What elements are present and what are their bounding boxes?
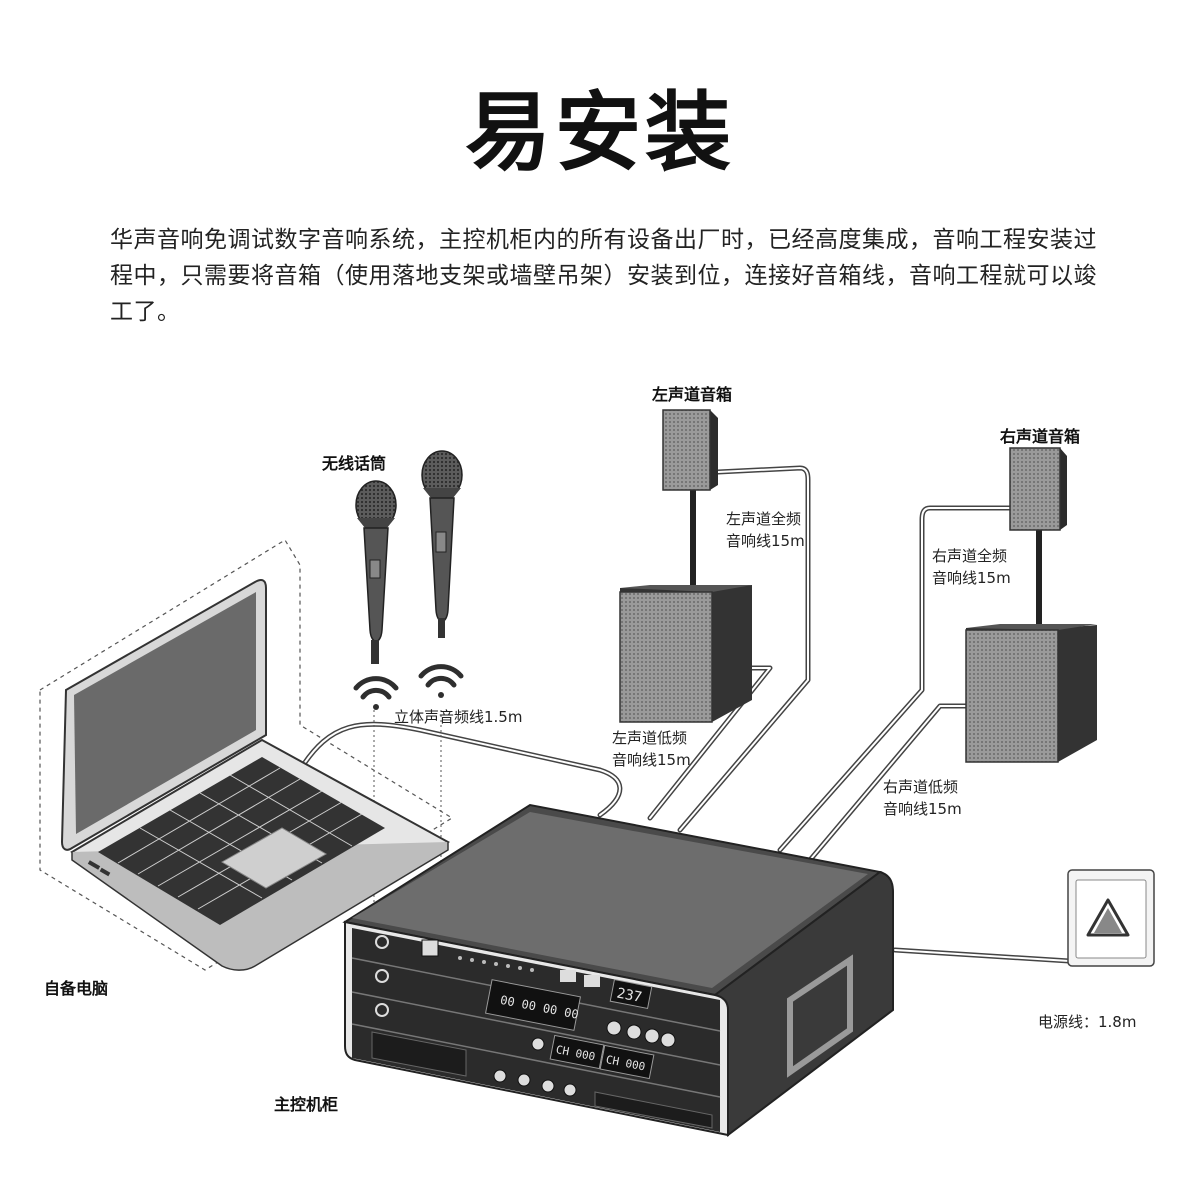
wifi-icon-right	[418, 664, 464, 698]
label-left-sub-cable-line1: 左声道低频	[612, 729, 688, 747]
label-left-full-cable: 左声道全频 音响线15m	[726, 508, 805, 552]
left-speaker	[662, 409, 718, 590]
label-left-full-cable-line2: 音响线15m	[726, 532, 805, 550]
microphone-right	[421, 450, 463, 638]
label-left-sub-cable-line2: 音响线15m	[612, 751, 691, 769]
counter-readout: 237	[615, 985, 643, 1006]
right-speaker	[1009, 447, 1067, 625]
label-right-full-cable: 右声道全频 音响线15m	[932, 545, 1011, 589]
label-right-sub-cable: 右声道低频 音响线15m	[883, 776, 962, 820]
page-title: 易安装	[465, 83, 735, 183]
wifi-icon-left	[353, 676, 399, 710]
label-right-full-cable-line2: 音响线15m	[932, 569, 1011, 587]
left-subwoofer	[619, 585, 752, 723]
laptop	[60, 579, 451, 971]
main-cabinet	[342, 803, 894, 1138]
label-power-cable: 电源线：1.8m	[1038, 1013, 1137, 1031]
label-stereo-cable: 立体声音频线1.5m	[394, 708, 523, 726]
label-right-speaker: 右声道音箱	[1000, 427, 1081, 446]
label-right-sub-cable-line2: 音响线15m	[883, 800, 962, 818]
label-wireless-mic: 无线话筒	[322, 454, 387, 473]
label-right-full-cable-line1: 右声道全频	[932, 547, 1008, 565]
right-subwoofer	[965, 624, 1097, 763]
label-main-cabinet: 主控机柜	[274, 1095, 339, 1114]
laptop-desk-outline	[39, 539, 454, 971]
label-right-sub-cable-line1: 右声道低频	[883, 778, 959, 796]
intro-paragraph: 华声音响免调试数字音响系统，主控机柜内的所有设备出厂时，已经高度集成，音响工程安…	[110, 227, 1097, 325]
microphone-left	[355, 480, 397, 664]
label-left-sub-cable: 左声道低频 音响线15m	[612, 727, 691, 771]
label-own-computer: 自备电脑	[44, 979, 109, 998]
label-left-speaker: 左声道音箱	[652, 385, 733, 404]
label-left-full-cable-line1: 左声道全频	[726, 510, 802, 528]
wall-socket	[1067, 869, 1155, 967]
